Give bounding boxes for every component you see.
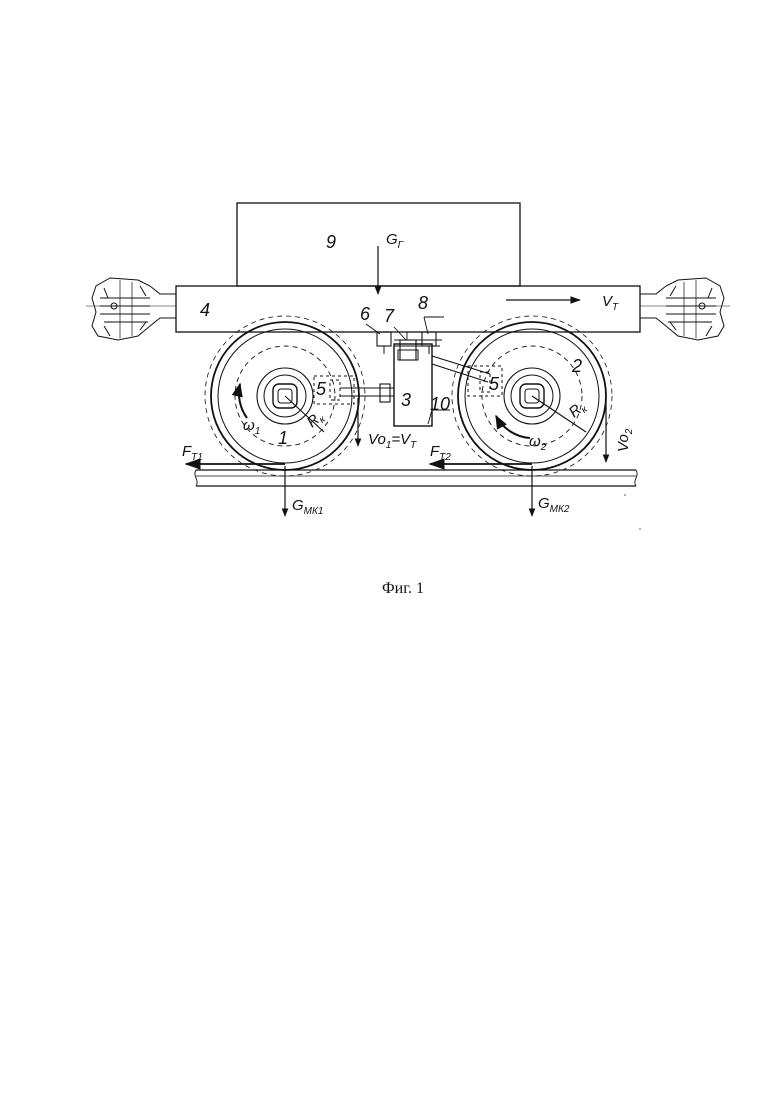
- label-radius-2: Rк: [566, 397, 591, 422]
- label-f-t2: FТ2: [430, 443, 451, 463]
- figure-caption: Фиг. 1: [382, 580, 424, 597]
- callout-1: 1: [278, 428, 288, 448]
- rotation-arrow-1: [239, 384, 247, 418]
- label-gravity-cargo: GГ: [386, 231, 405, 251]
- label-omega-2: ω2: [529, 433, 547, 453]
- label-v-axle-1: Vo1=VТ: [368, 431, 417, 451]
- scan-speck: [624, 494, 626, 496]
- callout-6: 6: [360, 304, 371, 324]
- label-speed-train: VТ: [602, 293, 619, 313]
- callout-2: 2: [571, 356, 582, 376]
- label-f-t1: FТ1: [182, 443, 203, 463]
- callout-7: 7: [384, 306, 395, 326]
- label-v-axle-2: Vo2: [615, 428, 635, 452]
- label-g-mk2: GМК2: [538, 495, 570, 515]
- rail: [195, 470, 637, 486]
- wagon-frame: [176, 286, 640, 332]
- label-g-mk1: GМК1: [292, 497, 323, 517]
- callout-5-right: 5: [489, 374, 500, 394]
- callout-5-left: 5: [316, 379, 327, 399]
- right-coupler: [640, 278, 730, 340]
- callout-4: 4: [200, 300, 210, 320]
- callout-3: 3: [401, 390, 411, 410]
- callout-9: 9: [326, 232, 336, 252]
- callout-10: 10: [430, 394, 450, 414]
- scan-speck: [639, 528, 641, 530]
- callout-8: 8: [418, 293, 428, 313]
- left-coupler: [86, 278, 176, 340]
- label-omega-1: ω1: [243, 417, 260, 437]
- rotation-arrow-2: [496, 416, 530, 438]
- label-radius-1: Rк: [304, 407, 329, 432]
